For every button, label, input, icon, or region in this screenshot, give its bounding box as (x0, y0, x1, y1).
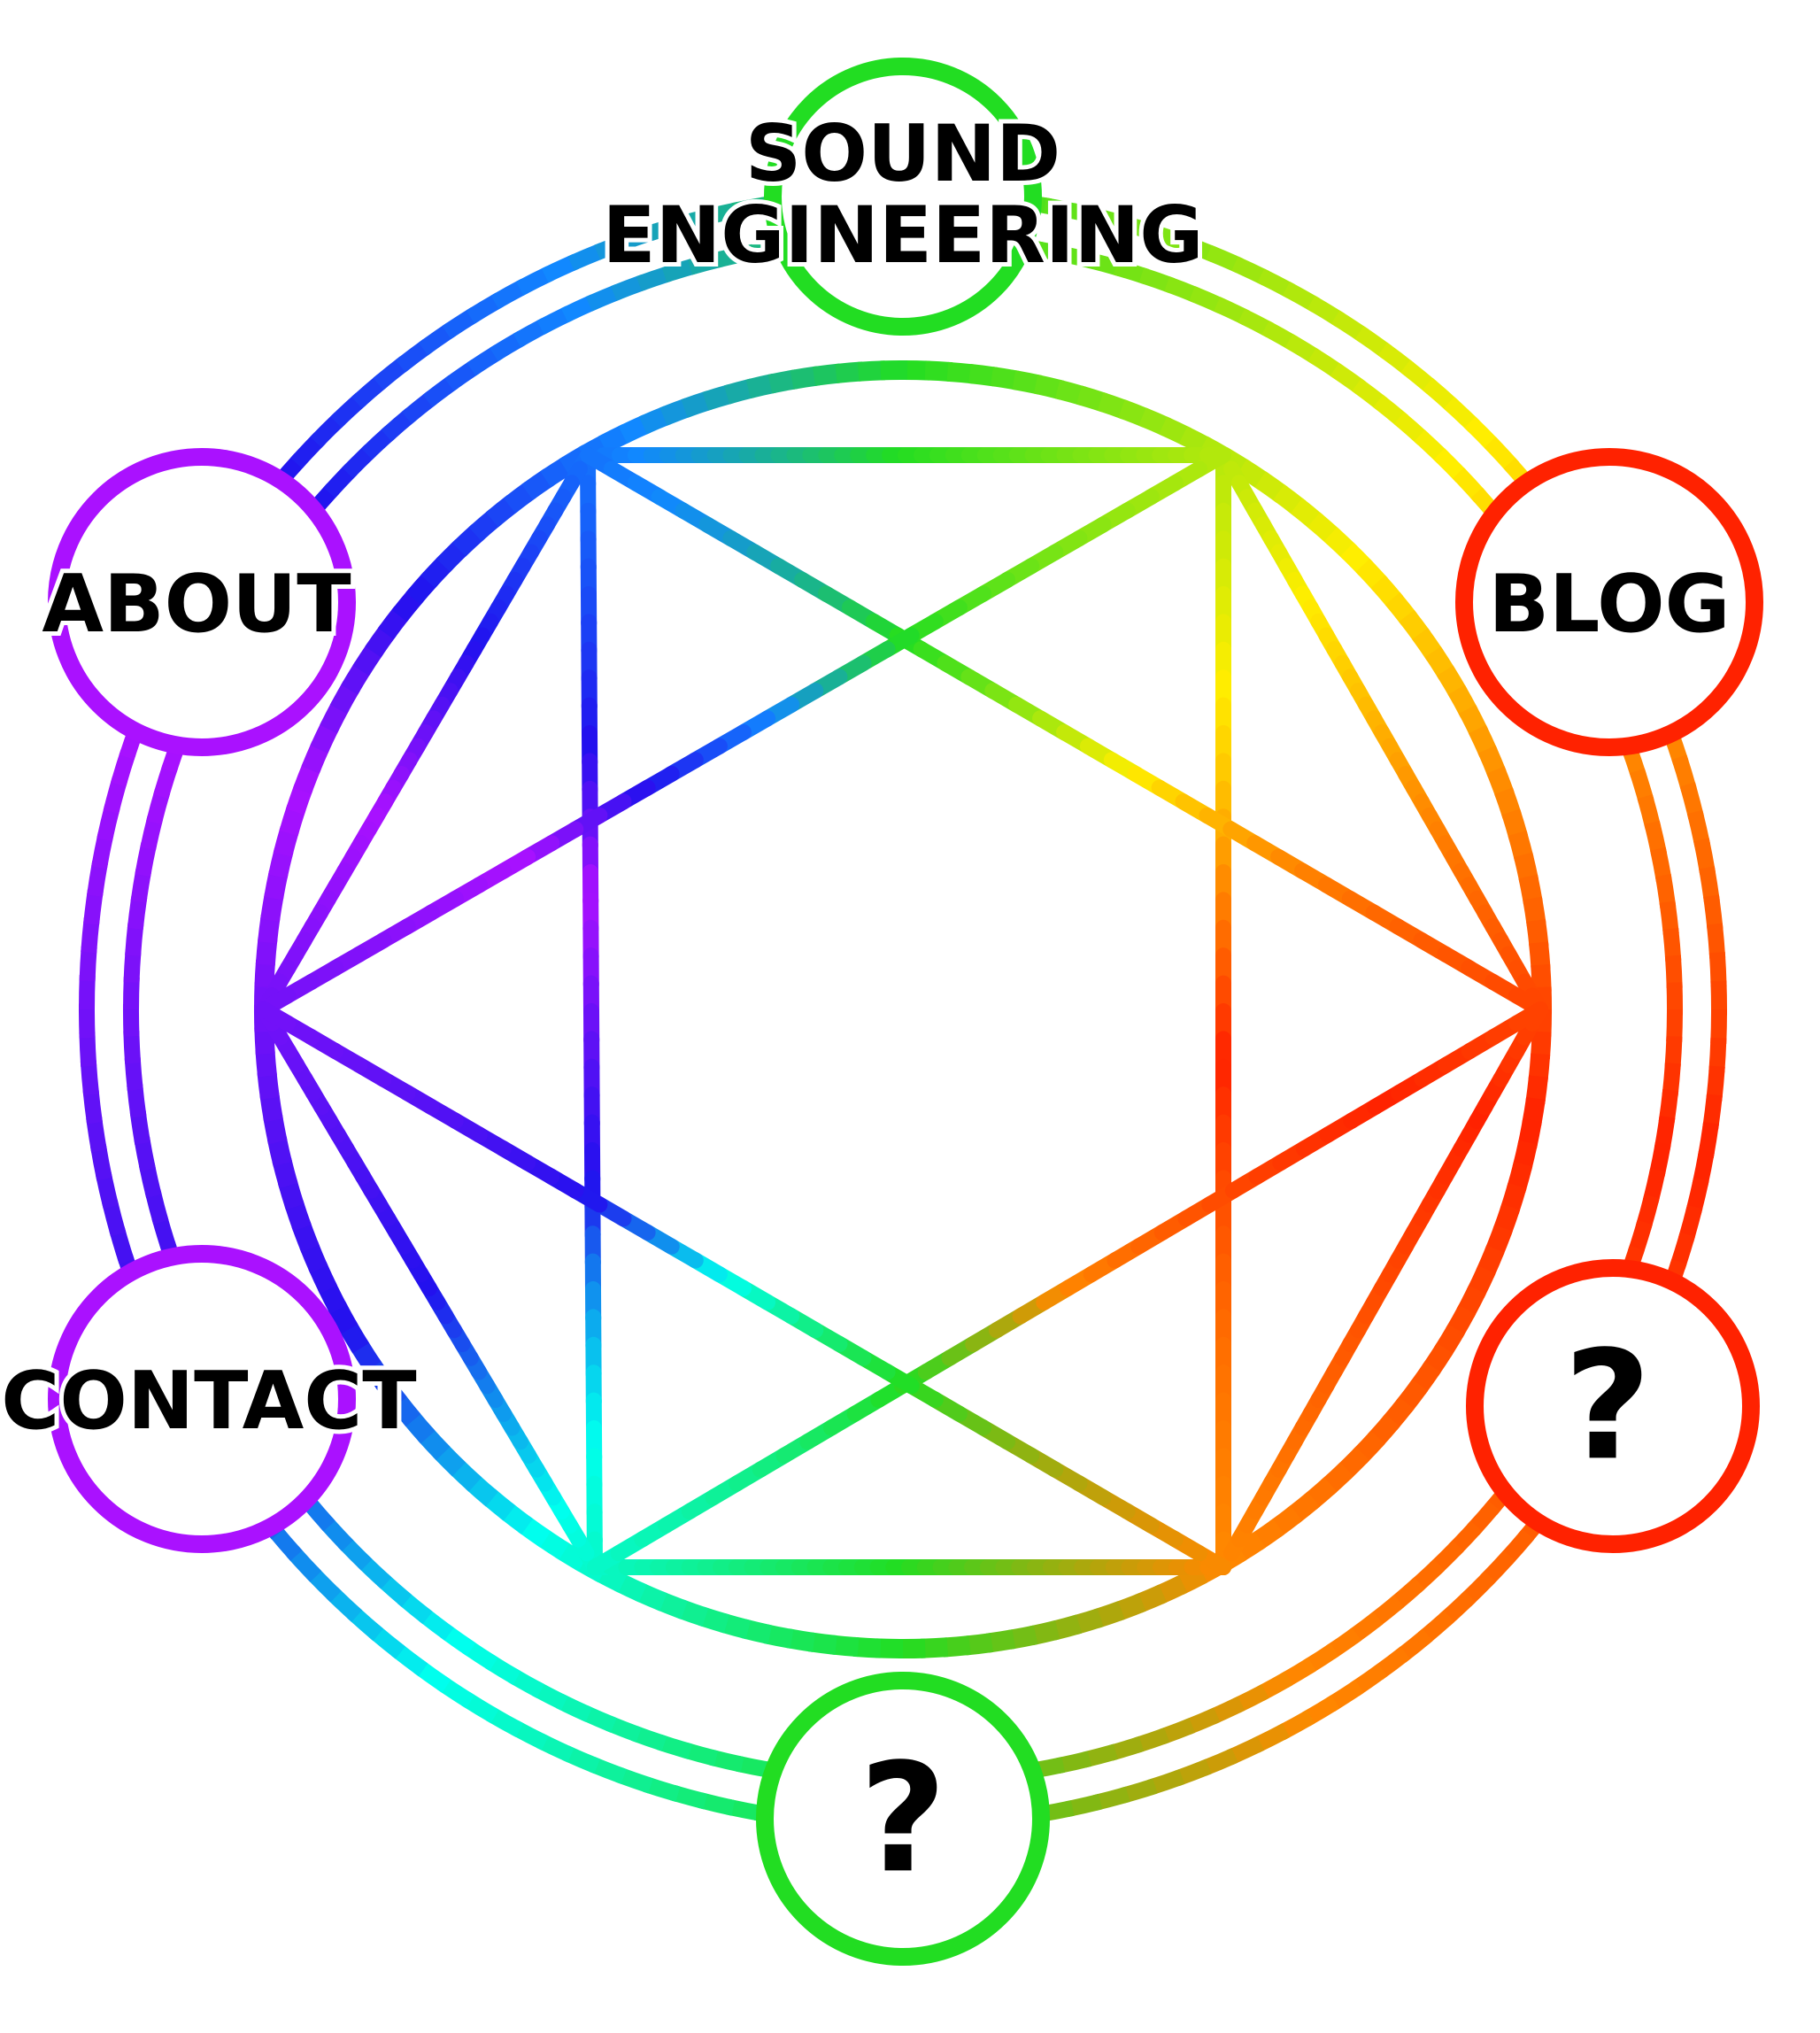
nav-about[interactable]: ABOUT (37, 448, 356, 756)
inner-circle (253, 359, 1553, 1659)
nav-mystery-right[interactable]: ? (1466, 1259, 1760, 1553)
nav-about-label: ABOUT (42, 558, 351, 651)
inner-geometry (256, 447, 1548, 1575)
nav-blog-label: BLOG (1488, 558, 1730, 651)
nav-blog[interactable]: BLOG (1455, 448, 1763, 756)
star-line (1508, 1001, 1548, 1032)
nav-mystery-right-label: ? (1564, 1318, 1652, 1494)
nav-contact-label: CONTACT (1, 1355, 416, 1448)
nav-sound-engineering[interactable]: SOUND ENGINEERING (598, 58, 1208, 336)
nav-sound-engineering-line2: ENGINEERING (603, 189, 1204, 281)
nav-mystery-bottom[interactable]: ? (756, 1672, 1050, 1966)
nav-mystery-bottom-label: ? (860, 1731, 947, 1906)
nav-contact[interactable]: CONTACT (0, 1245, 421, 1553)
outer-double-ring (78, 184, 1728, 1835)
nav-sound-engineering-line1: SOUND (745, 108, 1060, 199)
star-line (256, 1001, 297, 1032)
menu-nodes: SOUND ENGINEERING ABOUT BLOG CONTACT ? ? (0, 58, 1763, 1966)
